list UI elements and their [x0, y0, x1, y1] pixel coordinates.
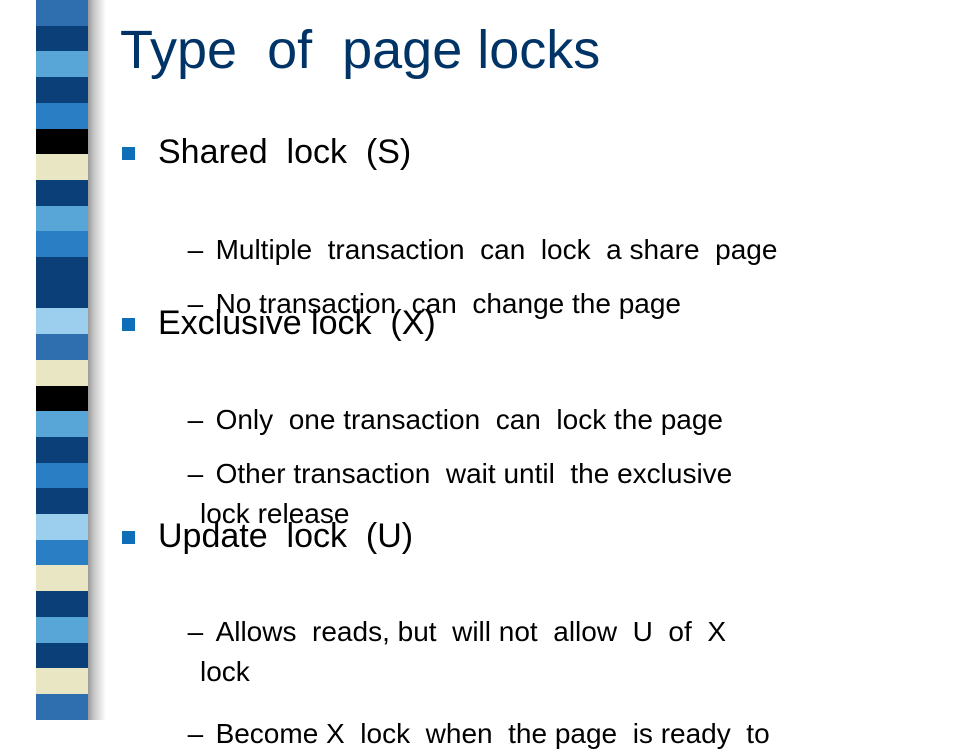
dash: – [187, 616, 204, 647]
subitem-multiple-transaction: –Multiple transaction can lock a share p… [172, 190, 778, 270]
stripe-segment [36, 565, 88, 592]
stripe-segment [36, 25, 88, 52]
stripe-segment [36, 154, 88, 180]
stripe-segment [36, 436, 88, 463]
stripe-segment [36, 205, 88, 232]
subitem-text: No transaction can change the page [215, 288, 681, 319]
dash: – [187, 288, 204, 319]
stripe-segment [36, 385, 88, 412]
dash: – [187, 718, 204, 749]
subitem-continuation: lock [200, 656, 250, 687]
subitem-become-x-lock: –Become X lock when the page is ready to [172, 674, 770, 754]
stripe-segment [36, 488, 88, 515]
stripe-segment [36, 77, 88, 103]
stripe-segment [36, 514, 88, 540]
bullet-marker-icon [122, 318, 135, 331]
stripe-segment [36, 231, 88, 258]
subitem-text: Other transaction wait until the exclusi… [215, 458, 733, 489]
stripe-segment [36, 642, 88, 669]
subitem-continuation: lock release [200, 498, 350, 529]
subitem-allows-reads: –Allows reads, but will not allow U of X… [172, 572, 726, 692]
stripe-shadow [88, 0, 106, 720]
stripe-segment [36, 257, 88, 283]
stripe-segment [36, 411, 88, 437]
bullet-shared-lock: Shared lock (S) [158, 133, 412, 171]
stripe-segment [36, 359, 88, 386]
bullet-update-lock: Update lock (U) [158, 517, 414, 555]
decorative-stripe [36, 0, 88, 720]
dash: – [187, 234, 204, 265]
subitem-text: Allows reads, but will not allow U of X [215, 616, 726, 647]
stripe-segment [36, 668, 88, 694]
subitem-other-transaction: –Other transaction wait until the exclus… [172, 414, 733, 534]
stripe-segment [36, 539, 88, 566]
subitem-only-one-transaction: –Only one transaction can lock the page [172, 360, 723, 440]
stripe-segment [36, 0, 88, 26]
stripe-segment [36, 282, 88, 309]
bullet-marker-icon [122, 147, 135, 160]
stripe-segment [36, 308, 88, 335]
dash: – [187, 458, 204, 489]
stripe-segment [36, 334, 88, 360]
dash: – [187, 404, 204, 435]
subitem-text: Become X lock when the page is ready to [215, 718, 770, 749]
stripe-segment [36, 591, 88, 617]
stripe-segment [36, 462, 88, 489]
stripe-segment [36, 102, 88, 129]
stripe-segment [36, 128, 88, 155]
subitem-text: Multiple transaction can lock a share pa… [215, 234, 778, 265]
stripe-segment [36, 616, 88, 643]
subitem-no-transaction: –No transaction can change the page [172, 244, 681, 324]
bullet-marker-icon [122, 531, 135, 544]
stripe-segment [36, 51, 88, 78]
slide-title: Type of page locks [120, 20, 601, 80]
stripe-segment [36, 179, 88, 206]
bullet-exclusive-lock: Exclusive lock (X) [158, 304, 436, 342]
stripe-segment [36, 693, 88, 720]
subitem-text: Only one transaction can lock the page [215, 404, 723, 435]
